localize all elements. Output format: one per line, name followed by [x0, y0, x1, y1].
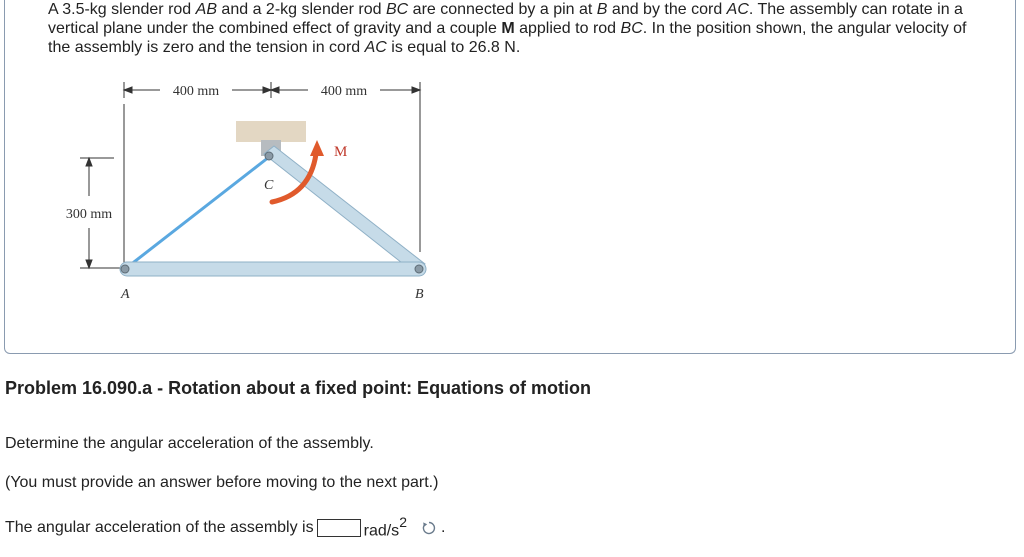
reset-icon[interactable] — [421, 520, 437, 536]
part-title: Problem 16.090.a - Rotation about a fixe… — [5, 378, 592, 398]
top-dimension — [122, 82, 422, 252]
statement-text: is equal to 26.8 N. — [386, 39, 521, 56]
statement-var: AC — [364, 39, 387, 56]
statement-text: . The assembly can rotate in a vertical … — [48, 1, 963, 37]
dim-right-label: 400 mm — [321, 84, 367, 99]
statement-text: A 3.5-kg slender rod — [48, 1, 196, 18]
problem-statement: A 3.5-kg slender rod AB and a 2-kg slend… — [48, 0, 988, 57]
rod-bc — [263, 145, 426, 275]
statement-var: BC — [620, 20, 643, 37]
pin-c — [264, 151, 274, 161]
vertical-dimension — [80, 156, 120, 270]
statement-text: and a 2-kg slender rod — [216, 1, 386, 18]
statement-var: BC — [385, 1, 409, 18]
cord-ac — [124, 155, 270, 271]
answer-period: . — [440, 519, 446, 537]
answer-unit: rad/s2 — [363, 514, 407, 540]
answer-row: The angular acceleration of the assembly… — [5, 514, 446, 540]
unit-exponent: 2 — [399, 514, 407, 530]
label-m: M — [334, 144, 347, 160]
dim-vertical-label: 300 mm — [66, 207, 112, 222]
label-c: C — [264, 178, 274, 193]
statement-text: applied to rod — [514, 20, 621, 37]
couple-arrow-head — [310, 140, 324, 156]
statement-text: and by the cord — [607, 1, 727, 18]
statement-var: AC — [726, 1, 749, 18]
question-text: Determine the angular acceleration of th… — [5, 435, 374, 452]
statement-text: are connected by a pin at — [408, 1, 597, 18]
dim-left-label: 400 mm — [173, 84, 219, 99]
statement-text: . In the position shown, the angular vel… — [48, 20, 967, 56]
pin-b — [414, 264, 424, 274]
problem-statement-box — [4, 0, 1016, 354]
unit-text: rad/s — [363, 522, 400, 540]
statement-var: B — [596, 1, 608, 18]
fixed-support — [236, 121, 306, 142]
label-b: B — [415, 287, 424, 302]
rod-ab — [119, 261, 427, 277]
statement-var: AB — [195, 1, 217, 18]
mechanism-figure: 400 mm 400 mm 300 mm M C A B — [66, 82, 427, 302]
answer-input[interactable] — [316, 519, 361, 538]
instruction-note: (You must provide an answer before movin… — [5, 474, 439, 491]
answer-label: The angular acceleration of the assembly… — [5, 519, 314, 537]
pin-a — [120, 264, 130, 274]
couple-arrow — [269, 151, 319, 205]
statement-var: M — [501, 20, 515, 37]
label-a: A — [120, 287, 130, 302]
